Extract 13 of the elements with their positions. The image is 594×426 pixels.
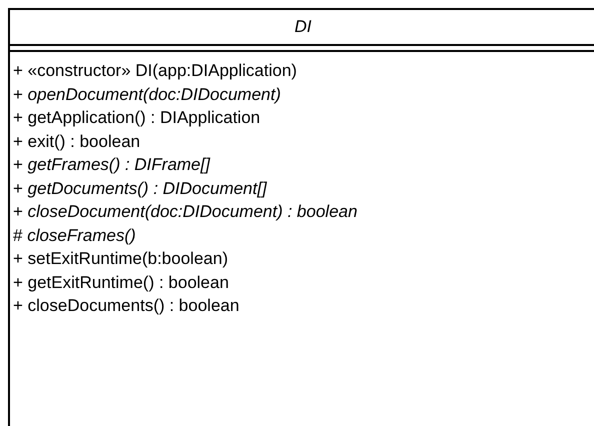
method-signature: # closeFrames()	[13, 224, 136, 246]
method-signature: + «constructor» DI(app:DIApplication)	[13, 60, 297, 82]
method-signature: + getDocuments() : DIDocument[]	[13, 178, 267, 200]
method-signature: + exit() : boolean	[13, 130, 140, 152]
method-signature: + openDocument(doc:DIDocument)	[13, 84, 281, 106]
method-signature: + getExitRuntime() : boolean	[13, 272, 229, 294]
method-signature: + closeDocument(doc:DIDocument) : boolean	[13, 201, 358, 223]
class-box	[8, 8, 594, 426]
method-signature: + setExitRuntime(b:boolean)	[13, 248, 228, 270]
method-signature: + getFrames() : DIFrame[]	[13, 154, 210, 176]
method-signature: + closeDocuments() : boolean	[13, 295, 240, 317]
class-name: DI	[294, 16, 312, 38]
method-signature: + getApplication() : DIApplication	[13, 107, 260, 129]
